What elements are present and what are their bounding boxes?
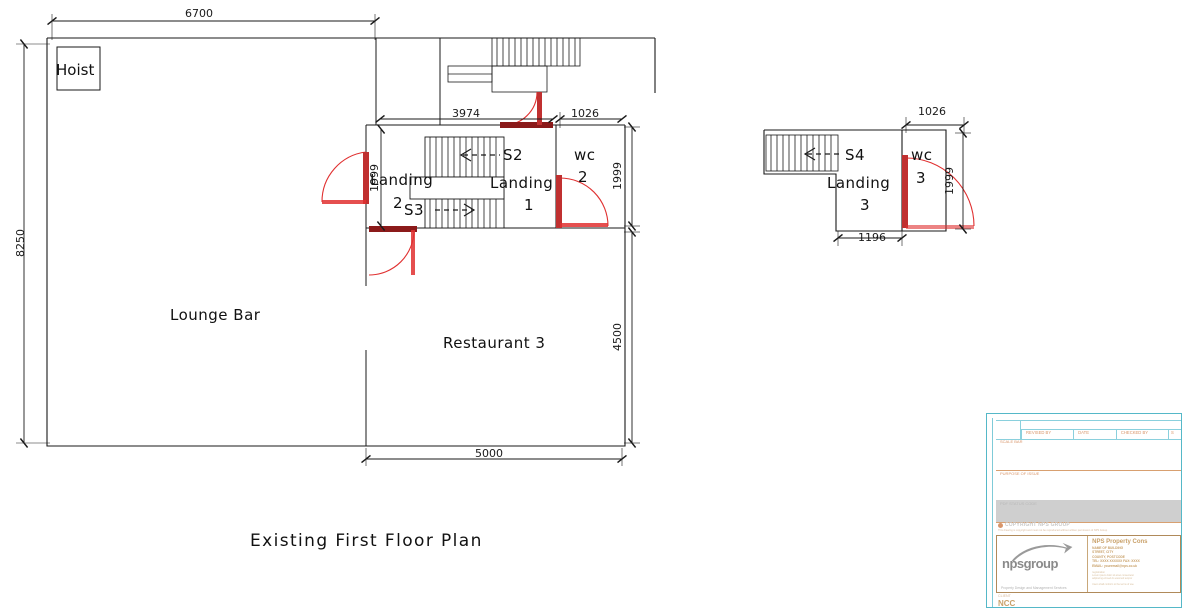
- door-landing2-south: [368, 226, 417, 276]
- address-line-5: EMAIL: youremail@nps.co.uk: [1092, 563, 1138, 568]
- client-section: CLIENT NCC: [996, 594, 1181, 608]
- purpose-of-issue-section: PURPOSE OF ISSUE: [996, 470, 1181, 501]
- dim-1999-right: 1999: [611, 162, 624, 190]
- registration-label: registration: [1092, 571, 1105, 575]
- scale-bar-label: SCALE BAR: [1000, 439, 1023, 444]
- stair-S3-arrow: [435, 203, 476, 217]
- revision-col-revised-by: REVISED BY: [1021, 429, 1074, 439]
- label-restaurant-3: Restaurant 3: [443, 334, 545, 352]
- dim-3974: 3974: [452, 107, 480, 120]
- scale-bar-section: SCALE BAR: [996, 438, 1181, 471]
- door-wc3: [902, 155, 975, 229]
- title-block: REVISED BY DATE CHECKED BY S SCALE BAR P…: [986, 413, 1182, 608]
- dim-detail-1196: 1196: [858, 231, 886, 244]
- company-name: NPS Property Cons: [1092, 539, 1148, 545]
- dim-5000: 5000: [475, 447, 503, 460]
- stair-upper-flight: [447, 37, 581, 93]
- dim-1999-inner: 1999: [368, 164, 381, 192]
- copyright-section: COPYRIGHT NPS GROUP This drawing is copy…: [996, 522, 1181, 536]
- stair-S2-S3-block: [409, 136, 505, 229]
- copyright-text: COPYRIGHT NPS GROUP: [1005, 522, 1070, 528]
- logo-company-section: npsgroup Property Design and Management …: [996, 535, 1181, 593]
- logo-cell: npsgroup Property Design and Management …: [997, 536, 1089, 592]
- label-landing-3: Landing: [827, 174, 890, 192]
- main-plan-walls: [46, 37, 656, 447]
- company-cell: NPS Property Cons NAME OF BUILDING STREE…: [1088, 536, 1180, 592]
- pdf-status-code-label: PDF STATUS CODE: [1000, 501, 1037, 506]
- label-wc-3-num: 3: [916, 169, 926, 187]
- label-lounge-bar: Lounge Bar: [170, 306, 261, 324]
- logo-wordmark: npsgroup: [1002, 556, 1058, 571]
- copyright-subtext: This drawing is copyright and must not b…: [998, 529, 1108, 532]
- dim-8250: 8250: [14, 229, 27, 257]
- label-landing-3-num: 3: [860, 196, 870, 214]
- address-line-1: NAME OF BUILDING: [1092, 546, 1124, 550]
- dim-detail-1026: 1026: [918, 105, 946, 118]
- dimension-lines: [16, 14, 640, 466]
- label-wc-2-num: 2: [578, 168, 588, 186]
- client-label: CLIENT: [998, 594, 1011, 598]
- revision-col-date: DATE: [1073, 429, 1116, 439]
- dim-6700: 6700: [185, 7, 213, 20]
- revision-col-s: S: [1168, 429, 1181, 439]
- label-landing-1: Landing: [490, 174, 553, 192]
- dim-detail-1999: 1999: [943, 167, 956, 195]
- stair-treads-upper: [429, 137, 497, 177]
- label-landing-2-num: 2: [393, 194, 403, 212]
- door-landing2-west: [321, 151, 369, 204]
- copyright-icon: [998, 523, 1003, 528]
- label-wc-3: wc: [911, 146, 933, 164]
- label-wc-2: wc: [574, 146, 596, 164]
- door-wc2: [556, 175, 609, 228]
- title-block-inner-frame: [992, 418, 1181, 607]
- nps-group-logo-icon: [1011, 542, 1073, 562]
- logo-tagline: Property Design and Management Services: [1001, 586, 1067, 590]
- disclaimer-text: Users shall conform to the terms of use: [1092, 583, 1134, 587]
- dim-1026-top: 1026: [571, 107, 599, 120]
- label-landing-1-num: 1: [524, 196, 534, 214]
- registration-line-2: adipiscing elit sed do eiusmod tempor: [1092, 577, 1133, 581]
- label-stair-S4: S4: [845, 146, 865, 164]
- detail-stair-S4: [765, 134, 842, 172]
- pdf-status-code-section: PDF STATUS CODE: [996, 500, 1181, 523]
- label-hoist: Hoist: [56, 61, 94, 79]
- drawing-title: Existing First Floor Plan: [250, 531, 483, 551]
- detail-dimension-lines: [833, 117, 971, 246]
- door-landing1-top: [500, 91, 553, 128]
- stair-S2-arrow: [459, 148, 500, 162]
- label-stair-S3: S3: [404, 201, 424, 219]
- revision-col-checked-by: CHECKED BY: [1115, 429, 1168, 439]
- revision-header-row: REVISED BY DATE CHECKED BY S: [996, 420, 1181, 440]
- address-line-2: STREET, CITY: [1092, 550, 1114, 555]
- label-landing-2: Landing: [370, 171, 433, 189]
- client-value: NCC: [998, 599, 1016, 608]
- registration-line-1: Lorem ipsum dolor sit amet consectetur: [1092, 574, 1134, 578]
- purpose-of-issue-label: PURPOSE OF ISSUE: [1000, 471, 1040, 476]
- address-line-4: TEL: XXXX XXXXXX FAX: XXXX: [1092, 559, 1140, 564]
- label-stair-S2: S2: [503, 146, 523, 164]
- dim-4500: 4500: [611, 323, 624, 351]
- address-line-3: COUNTY, POSTCODE: [1092, 554, 1125, 559]
